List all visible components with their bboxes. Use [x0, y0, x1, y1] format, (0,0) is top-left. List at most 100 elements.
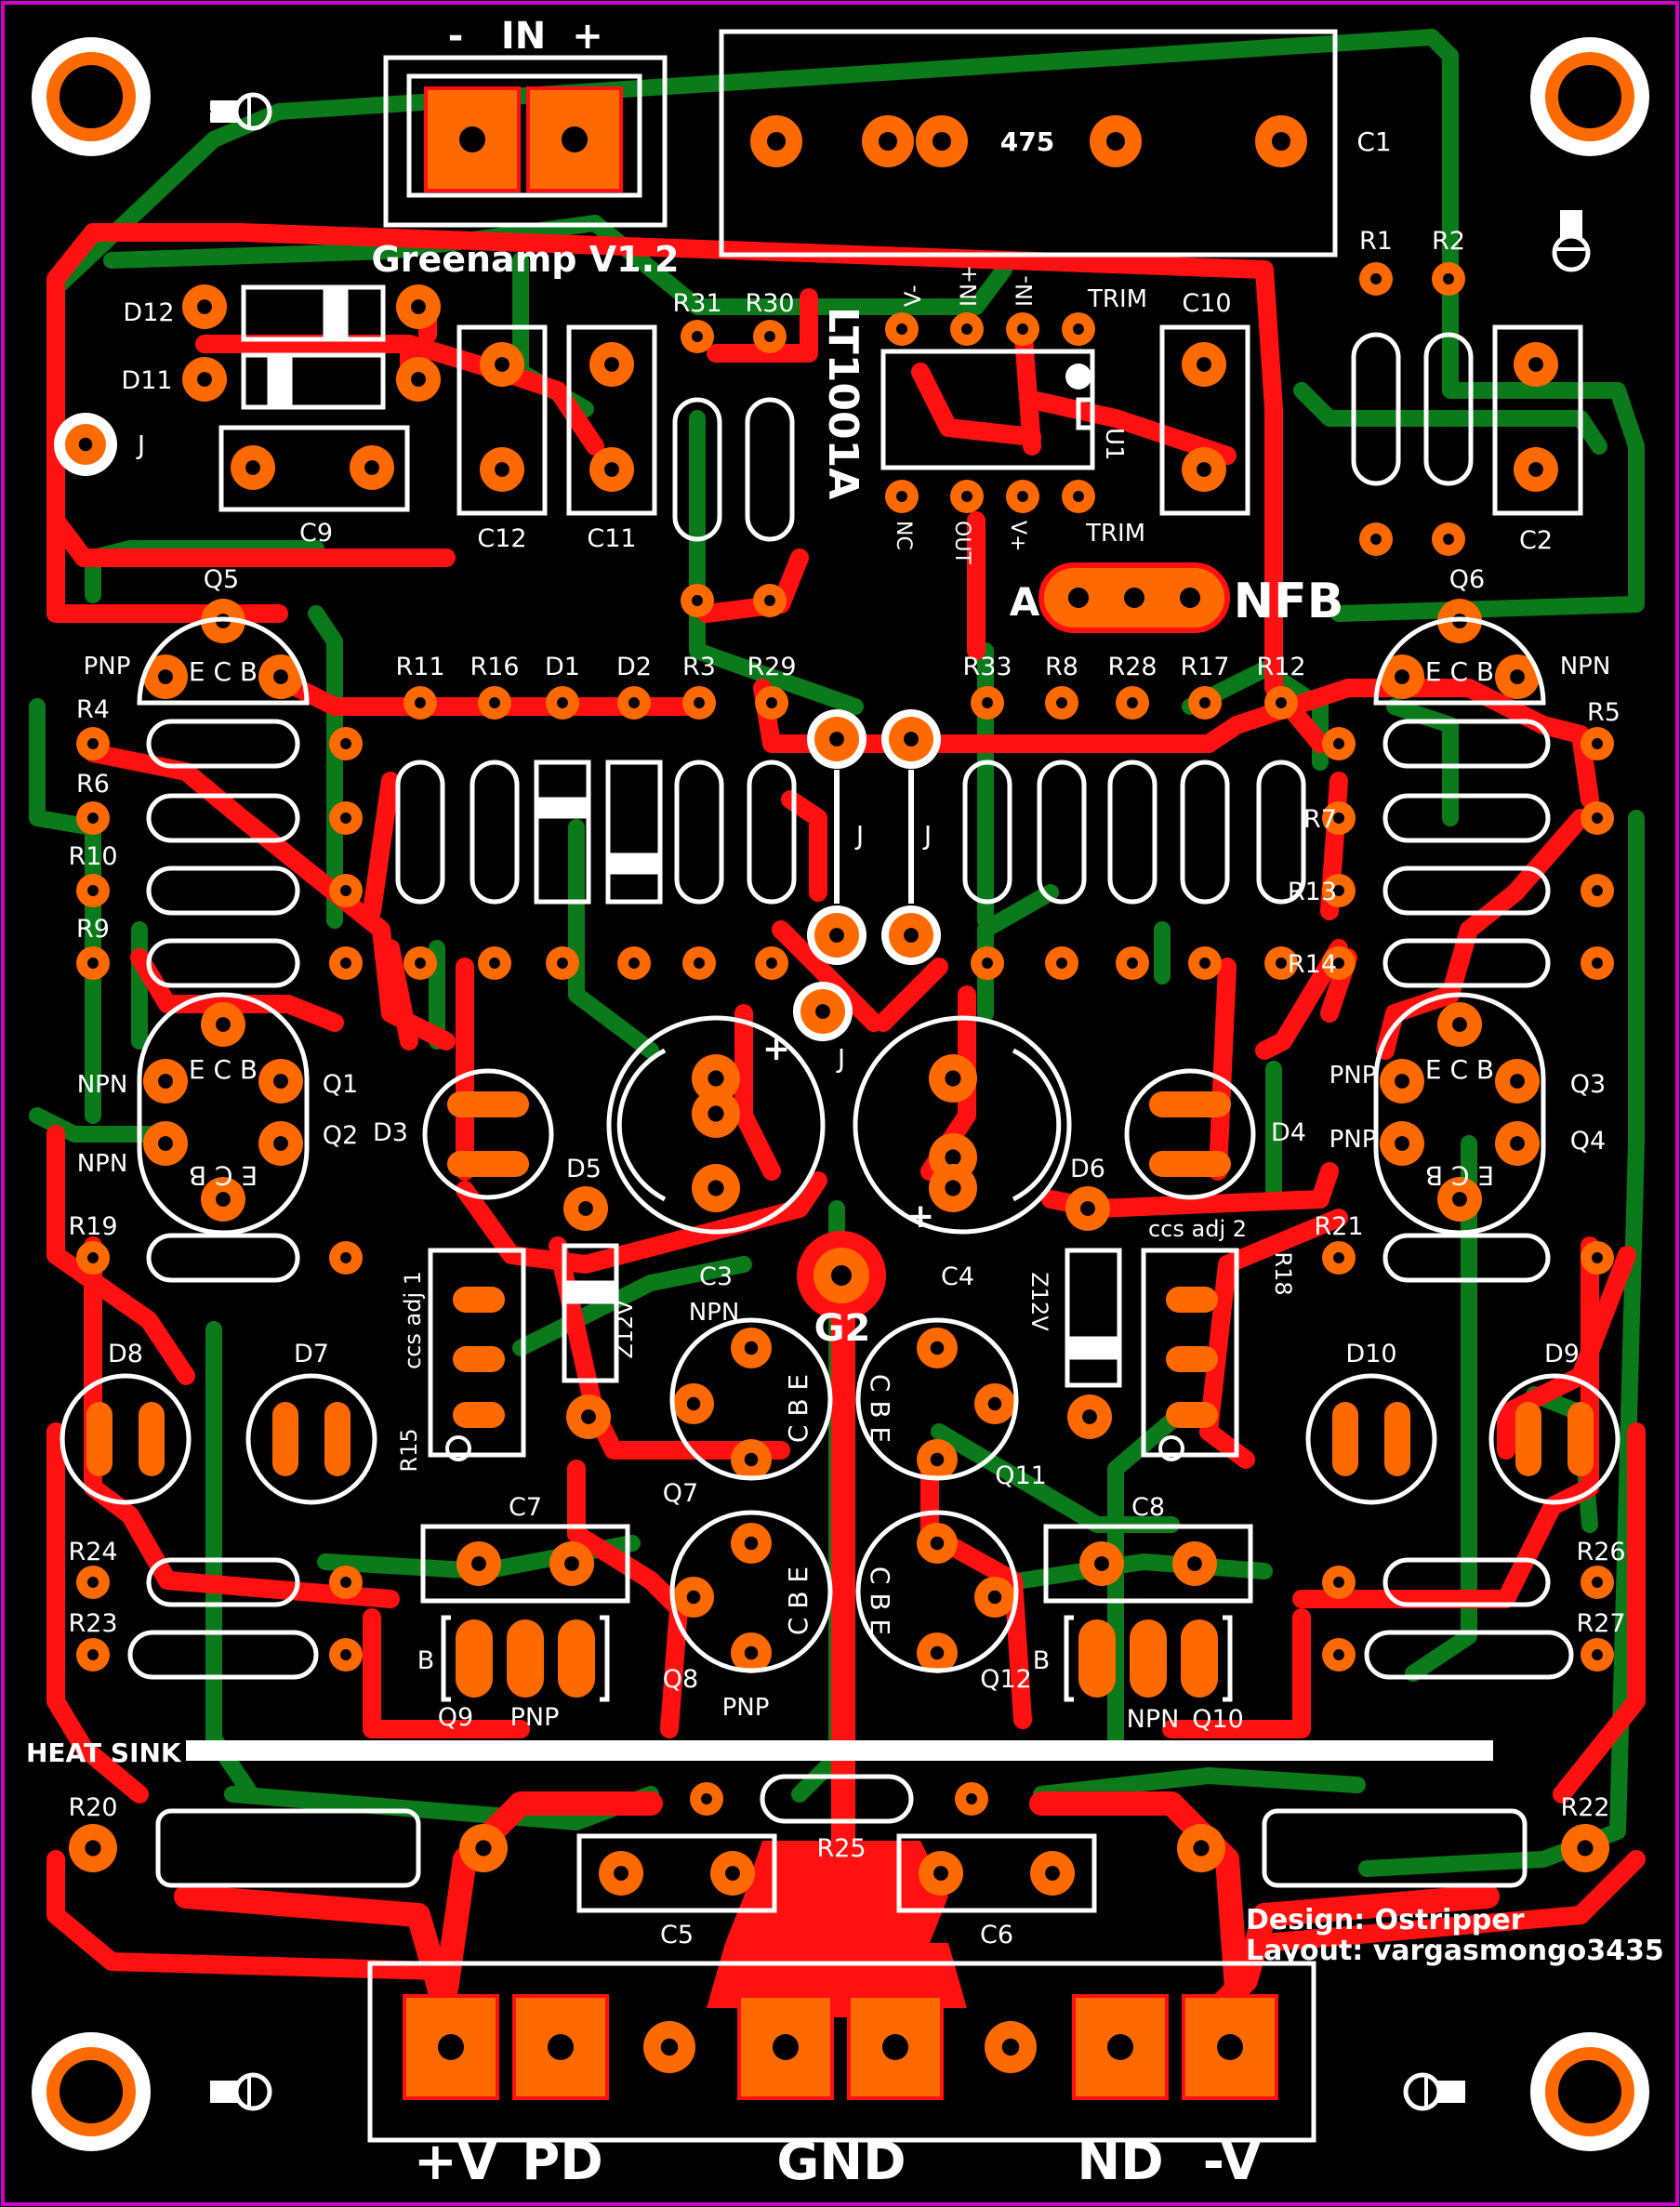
ref-label: R8: [1045, 653, 1078, 681]
ref-label: J: [854, 820, 864, 851]
pad-hole: [364, 460, 379, 475]
ref-label: R16: [470, 653, 519, 681]
ref-label: PNP: [1329, 1126, 1377, 1154]
pad-hole: [340, 1252, 351, 1263]
c3-polarity: +: [762, 1030, 790, 1068]
q1-transistor: [137, 992, 310, 1127]
ref-label: C9: [299, 519, 333, 548]
screw-icon: [203, 92, 272, 131]
q7-transistor: [669, 1317, 833, 1481]
ref-label: C B E: [865, 1566, 895, 1635]
pad-hole: [340, 885, 351, 896]
pad-hole: [1510, 669, 1525, 684]
ref-label: E C B: [189, 1160, 258, 1191]
pad-hole: [694, 697, 705, 708]
pad-hole: [930, 1536, 945, 1551]
pad-hole: [1199, 697, 1210, 708]
pad-hole: [1592, 1577, 1603, 1588]
pad-hole: [708, 1180, 724, 1196]
pad-hole: [495, 357, 509, 372]
ref-label: C7: [509, 1493, 542, 1522]
component-pads: [54, 262, 1614, 2073]
pad-hole: [930, 1452, 945, 1467]
pad-hole: [1592, 958, 1603, 969]
pad-hole: [415, 958, 426, 969]
c9-body: [218, 425, 410, 512]
ref-label: C3: [699, 1262, 733, 1291]
ref-label: C11: [587, 524, 636, 553]
pad-hole: [1094, 1556, 1109, 1571]
power-label-gnd: GND: [776, 2132, 906, 2192]
ref-label: D4: [1271, 1118, 1306, 1147]
pad-hole: [1056, 958, 1067, 969]
ref-label: D8: [108, 1340, 143, 1368]
ref-label: D6: [1070, 1155, 1105, 1183]
resistor-body: [146, 793, 300, 843]
pad-hole: [815, 1004, 830, 1019]
pad-hole: [686, 1590, 701, 1605]
resistor-body: [1382, 1233, 1551, 1283]
trimmer-pad: [453, 1402, 505, 1428]
input-minus-label: -: [448, 15, 464, 58]
zener-body: [1065, 1248, 1122, 1388]
ref-label: D1: [545, 653, 580, 681]
ground-star: G2: [797, 1231, 886, 1350]
pad-hole: [489, 697, 500, 708]
led-pad: [1568, 1402, 1594, 1476]
pad-hole: [1333, 738, 1344, 749]
input-plus-label: +: [572, 15, 603, 58]
heat-sink-label: HEAT SINK: [26, 1738, 182, 1768]
c1-label: C1: [1356, 126, 1391, 157]
led-pad: [1149, 1091, 1231, 1117]
ref-label: Q12: [980, 1665, 1032, 1694]
screw-icon: [1403, 2072, 1465, 2111]
transistor-pad: [456, 1619, 493, 1698]
pad-hole: [581, 1409, 596, 1424]
pad-hole: [1073, 491, 1084, 502]
pad-hole: [1107, 2034, 1133, 2060]
led-pad: [447, 1091, 529, 1117]
ref-label: D3: [373, 1118, 408, 1147]
pad-hole: [764, 595, 775, 606]
cap-body: [1043, 1524, 1253, 1604]
mounting-hole-top-left: [32, 37, 151, 156]
transistor-pad: [1181, 1619, 1218, 1698]
zener-band: [1065, 1336, 1122, 1360]
trimmer-adjust: [445, 1435, 471, 1461]
ref-label: C12: [477, 524, 526, 553]
ref-label: R3: [682, 653, 716, 681]
ref-label: R30: [745, 289, 794, 318]
trimmer-body: [1141, 1248, 1239, 1458]
cap-body: [1159, 324, 1250, 516]
q3-transistor: [1373, 992, 1546, 1127]
pad-hole: [340, 813, 351, 824]
resistor-body: [1382, 866, 1551, 916]
ref-label: D5: [566, 1155, 602, 1183]
pad-hole: [411, 372, 426, 387]
pad-hole: [694, 958, 705, 969]
resistor-body: [395, 760, 445, 905]
cap-body: [896, 1833, 1097, 1913]
led-body: [1488, 1373, 1620, 1505]
cap-body: [576, 1833, 777, 1913]
diode-band: [267, 352, 293, 410]
resistor-body: [1037, 760, 1087, 905]
pad-hole: [1592, 738, 1603, 749]
trimmer-pad: [453, 1287, 505, 1313]
pad-hole: [744, 1452, 759, 1467]
pad-hole: [1333, 885, 1344, 896]
ref-label: C B E: [783, 1374, 814, 1443]
chip-pin-out: OUT: [950, 521, 973, 564]
ref-label: C8: [1131, 1493, 1165, 1522]
trimmer-body: [428, 1248, 526, 1458]
pad-hole: [87, 813, 99, 824]
ref-label: Q4: [1570, 1127, 1606, 1156]
ref-label: C6: [980, 1921, 1013, 1949]
pad-hole: [987, 1396, 1002, 1411]
heat-sink: HEAT SINK: [26, 1738, 1493, 1768]
resistor-body: [146, 866, 300, 916]
resistor-body: [747, 760, 797, 905]
pad-hole: [87, 958, 99, 969]
cap-body: [566, 324, 657, 516]
diode-band: [605, 852, 663, 875]
